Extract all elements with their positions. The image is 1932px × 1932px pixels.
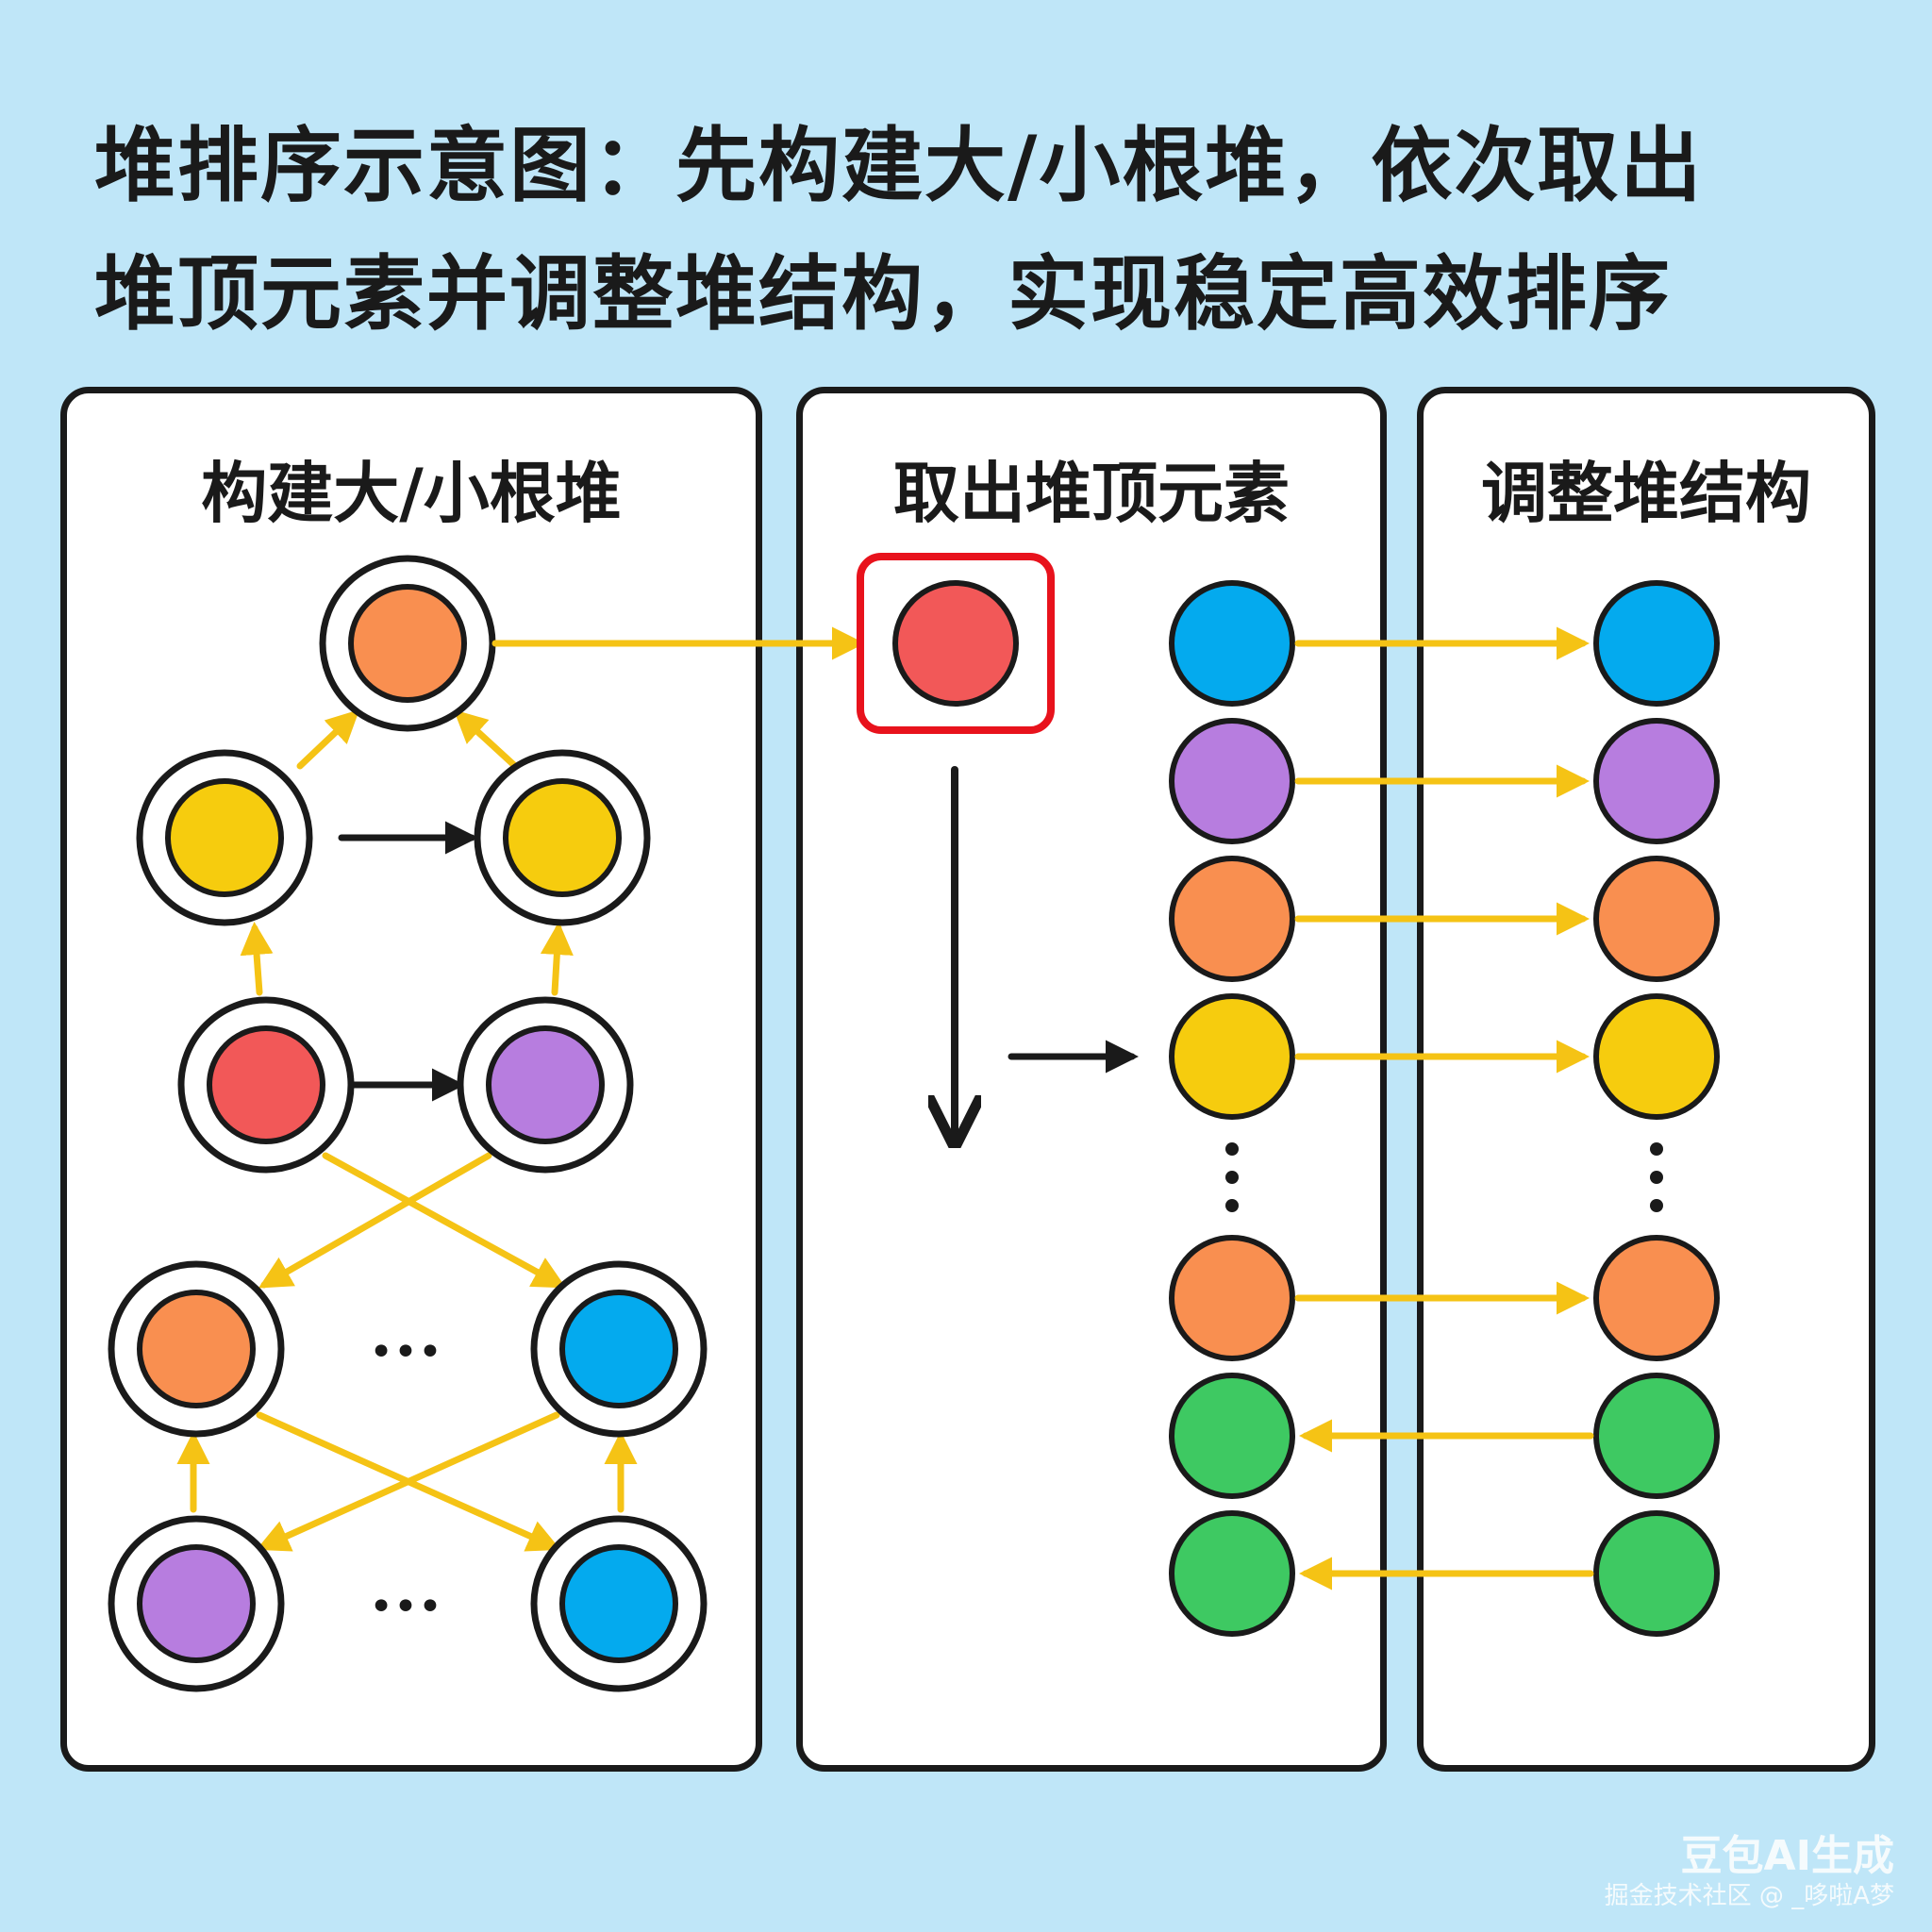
heap-node-orange <box>137 1290 256 1408</box>
ellipsis-label: ••• <box>369 1583 442 1631</box>
remaining-node-green <box>1169 1373 1295 1499</box>
ellipsis-dot <box>1650 1142 1663 1156</box>
heap-node-purple <box>137 1544 256 1663</box>
ellipsis-dot <box>1225 1142 1239 1156</box>
heap-arrow <box>240 922 274 996</box>
remaining-node-orange <box>1169 856 1295 982</box>
page-title: 堆排序示意图：先构建大/小根堆，依次取出 堆顶元素并调整堆结构，实现稳定高效排序 <box>94 102 1868 358</box>
remaining-node-yellow <box>1169 993 1295 1120</box>
remaining-node-green <box>1169 1510 1295 1637</box>
panel-title-adjust-heap: 调整堆结构 <box>1481 455 1811 532</box>
remaining-node-orange <box>1169 1235 1295 1361</box>
adjusted-node-green <box>1593 1510 1720 1637</box>
watermark-brand: 豆包AI生成 <box>1680 1832 1894 1880</box>
title-line-2: 堆顶元素并调整堆结构，实现稳定高效排序 <box>94 247 1672 341</box>
watermark: 豆包AI生成 掘金技术社区 @ _哆啦A梦 <box>1605 1832 1894 1911</box>
heap-arrow <box>258 1152 492 1289</box>
adjusted-node-yellow <box>1593 993 1720 1120</box>
heap-arrow <box>322 1152 567 1289</box>
ellipsis-dot <box>1225 1199 1239 1212</box>
extracted-top-node <box>892 580 1019 707</box>
adjusted-node-green <box>1593 1373 1720 1499</box>
remaining-node-blue <box>1169 580 1295 707</box>
watermark-credit: 掘金技术社区 @ _哆啦A梦 <box>1604 1882 1894 1910</box>
ellipsis-dot <box>1650 1199 1663 1212</box>
adjusted-node-orange <box>1593 856 1720 982</box>
heap-node-yellow <box>503 778 622 897</box>
remaining-node-purple <box>1169 718 1295 844</box>
heap-arrow <box>296 709 360 770</box>
heap-arrow <box>540 922 574 996</box>
heap-node-orange <box>348 584 467 703</box>
panel-title-build-heap: 构建大/小根堆 <box>201 455 622 532</box>
heap-arrow <box>256 1411 560 1552</box>
heap-node-purple <box>486 1025 605 1144</box>
heap-arrow <box>453 709 519 770</box>
heap-node-blue <box>559 1544 678 1663</box>
heap-node-blue <box>559 1290 678 1408</box>
heap-node-yellow <box>165 778 284 897</box>
panel-title-extract-top: 取出堆顶元素 <box>893 455 1290 532</box>
ellipsis-dot <box>1650 1171 1663 1184</box>
title-line-1: 堆排序示意图：先构建大/小根堆，依次取出 <box>94 119 1704 213</box>
adjusted-node-blue <box>1593 580 1720 707</box>
ellipsis-label: ••• <box>369 1328 442 1376</box>
ellipsis-dot <box>1225 1171 1239 1184</box>
adjusted-node-purple <box>1593 718 1720 844</box>
heap-node-red <box>207 1025 325 1144</box>
adjusted-node-orange <box>1593 1235 1720 1361</box>
